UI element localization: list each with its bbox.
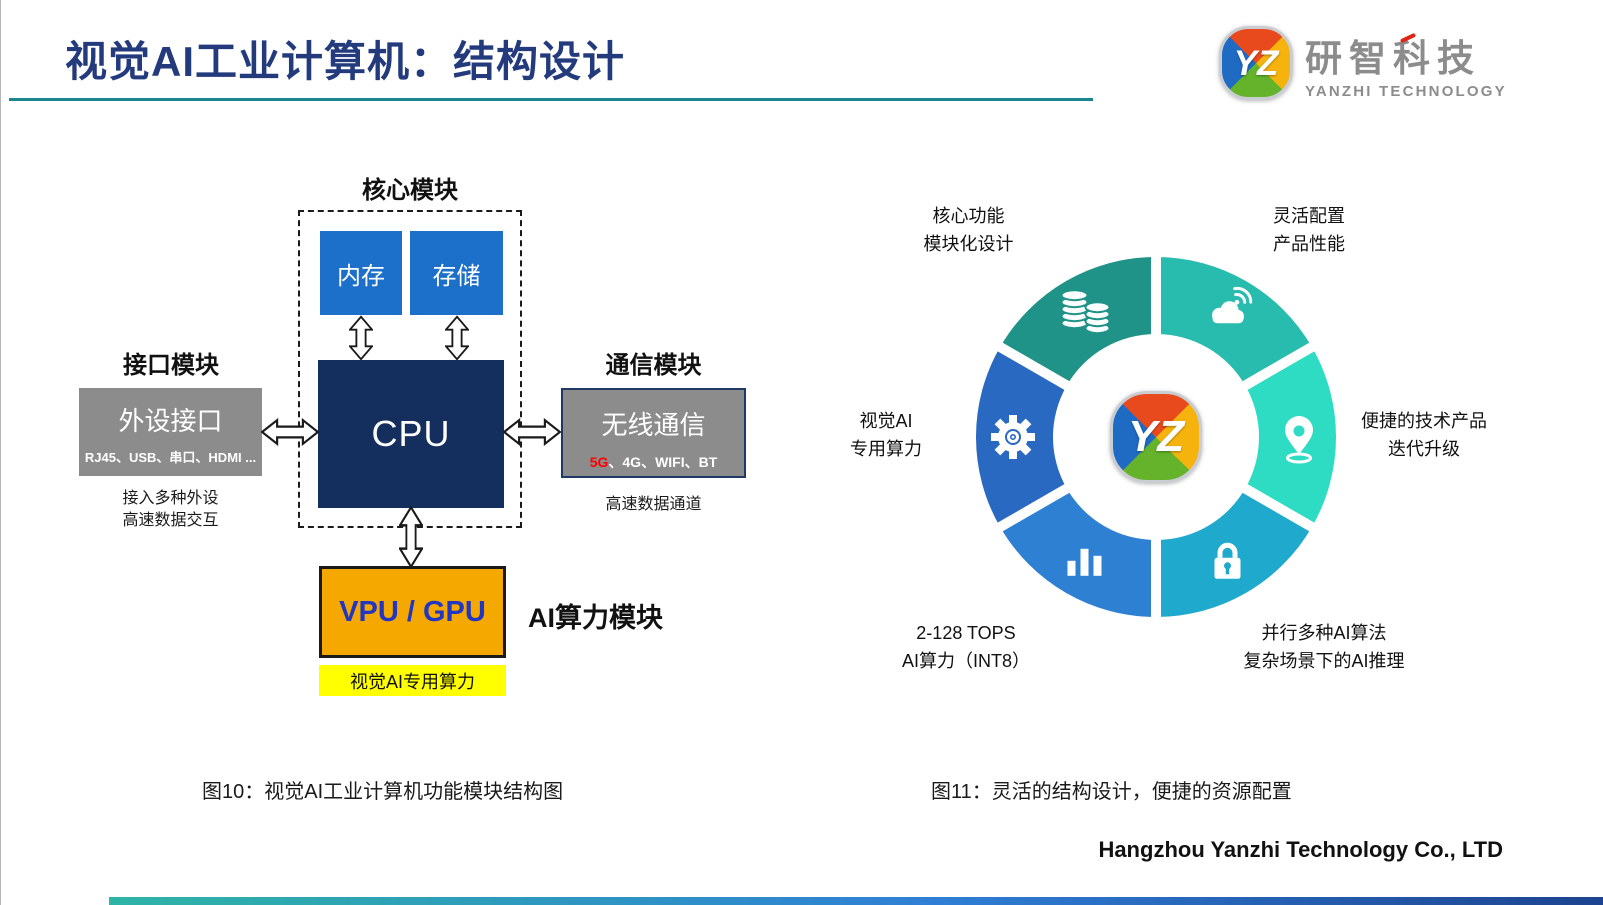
ring-gap	[1236, 480, 1329, 540]
footer-company-name: Hangzhou Yanzhi Technology Co., LTD	[1098, 837, 1503, 862]
footer-accent-bar	[109, 897, 1603, 905]
peripheral-note: 接入多种外设 高速数据交互	[79, 488, 262, 531]
ring-label-line: 迭代升级	[1388, 438, 1460, 459]
comm-note: 高速数据通道	[605, 496, 702, 513]
ring-label-line: 并行多种AI算法	[1261, 623, 1387, 643]
cpu-label: CPU	[371, 413, 451, 454]
core-module-label: 核心模块	[362, 177, 458, 204]
ring-gap	[983, 334, 1076, 394]
memory-label: 内存	[337, 262, 385, 290]
ring-label-top-left: 核心功能 模块化设计	[901, 203, 1036, 259]
cloud-wifi-icon	[1212, 286, 1253, 324]
logo-monogram: YZ	[1233, 43, 1279, 83]
peripheral-box-subtitle: RJ45、USB、串口、HDMI ...	[84, 450, 257, 465]
ring-label-line: 灵活配置	[1273, 206, 1345, 226]
ring-label-line: 2-128 TOPS	[916, 623, 1016, 643]
interface-module-label: 接口模块	[123, 352, 219, 379]
storage-label: 存储	[432, 262, 481, 290]
double-arrow-vertical-icon	[399, 506, 423, 568]
bar-chart-icon	[1067, 548, 1102, 576]
ring-segment-ai-compute	[1000, 488, 1156, 617]
ring-label-top-right: 灵活配置 产品性能	[1249, 203, 1369, 259]
ring-diagram	[975, 241, 1337, 633]
ring-label-line: 核心功能	[932, 206, 1005, 226]
ring-label-line: AI算力（INT8）	[901, 650, 1030, 671]
double-arrow-horizontal-icon	[261, 418, 319, 446]
wireless-comm-box: 无线通信 5G、4G、WIFI、BT	[561, 388, 746, 478]
peripheral-note-line1: 接入多种外设	[122, 490, 219, 507]
figure11-caption: 图11：灵活的结构设计，便捷的资源配置	[931, 781, 1292, 803]
peripheral-note-line2: 高速数据交互	[122, 511, 219, 529]
ring-label-line: 产品性能	[1273, 233, 1345, 254]
vpu-gpu-box: VPU / GPU	[319, 566, 506, 658]
memory-box: 内存	[320, 231, 402, 315]
storage-box: 存储	[410, 231, 503, 315]
figure10-caption: 图10：视觉AI工业计算机功能模块结构图	[202, 781, 564, 803]
ring-center-monogram: YZ	[1127, 412, 1185, 461]
company-name-cn: 研智科技	[1305, 38, 1481, 79]
ring-gaps	[983, 241, 1329, 633]
vpu-gpu-label: VPU / GPU	[339, 595, 486, 628]
ring-label-line: 专用算力	[850, 438, 922, 459]
ring-label-line: 便捷的技术产品	[1361, 411, 1487, 431]
wireless-tag-5g: 5G	[589, 454, 609, 470]
wireless-box-tags: 5G、4G、WIFI、BT	[563, 452, 744, 472]
wireless-tags-rest: 、4G、WIFI、BT	[608, 454, 718, 470]
vpu-note-label: 视觉AI专用算力	[349, 671, 475, 692]
peripheral-interface-box: 外设接口 RJ45、USB、串口、HDMI ...	[79, 388, 262, 476]
cpu-box: CPU	[318, 360, 504, 508]
ring-gap	[983, 480, 1076, 540]
vpu-note-highlight: 视觉AI专用算力	[319, 665, 506, 696]
page-title: 视觉AI工业计算机：结构设计	[65, 38, 626, 85]
location-pin-icon	[1285, 416, 1313, 464]
ring-label-line: 复杂场景下的AI推理	[1243, 650, 1405, 671]
comm-module-label: 通信模块	[605, 352, 702, 379]
ai-module-label: AI算力模块	[528, 603, 663, 633]
coins-icon	[1060, 289, 1111, 335]
double-arrow-vertical-icon	[445, 315, 469, 361]
ring-label-bottom-left: 2-128 TOPS AI算力（INT8）	[886, 620, 1046, 676]
company-name-en: YANZHI TECHNOLOGY	[1305, 83, 1507, 100]
gear-icon	[991, 415, 1035, 459]
double-arrow-horizontal-icon	[503, 418, 561, 446]
double-arrow-vertical-icon	[349, 315, 373, 361]
ring-label-right: 便捷的技术产品 迭代升级	[1344, 408, 1504, 464]
ring-center-logo-icon: YZ	[1110, 391, 1202, 483]
ring-gap	[1236, 334, 1329, 394]
company-logo-text: 研智科技 YANZHI TECHNOLOGY	[1305, 40, 1507, 99]
ring-label-line: 模块化设计	[923, 233, 1014, 254]
company-logo-icon: YZ	[1219, 26, 1293, 100]
ring-label-bottom-right: 并行多种AI算法 复杂场景下的AI推理	[1229, 620, 1419, 676]
title-underline	[9, 98, 1093, 101]
ring-label-left: 视觉AI 专用算力	[831, 408, 941, 464]
peripheral-box-title: 外设接口	[118, 406, 223, 436]
ring-label-line: 视觉AI	[859, 411, 913, 431]
wireless-box-title: 无线通信	[601, 410, 706, 440]
lock-icon	[1214, 542, 1241, 579]
